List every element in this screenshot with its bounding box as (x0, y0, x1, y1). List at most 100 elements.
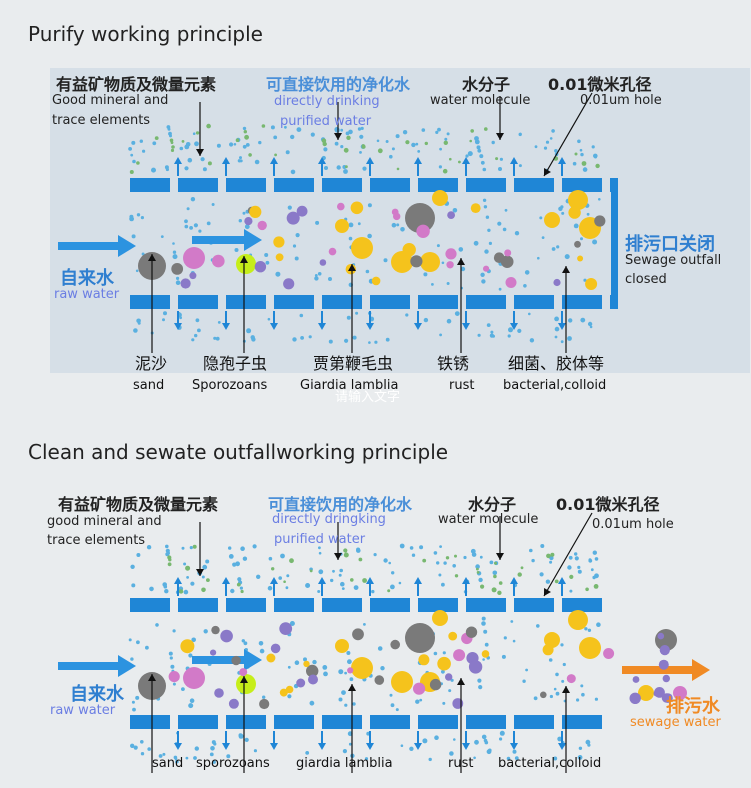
membrane-segment (130, 598, 170, 612)
water-molecule-dot (561, 679, 565, 683)
water-molecule-dot (242, 144, 247, 149)
water-molecule-dot (554, 326, 560, 332)
mineral-dot (476, 571, 480, 574)
water-molecule-dot (484, 740, 489, 745)
giardia-particle (391, 671, 413, 693)
water-molecule-dot (590, 568, 594, 572)
water-molecule-dot (481, 616, 486, 621)
sewage-particle (658, 659, 669, 670)
water-molecule-dot (405, 313, 409, 317)
water-molecule-dot (258, 140, 262, 145)
water-molecule-dot (186, 207, 190, 211)
water-molecule-dot (581, 692, 585, 697)
water-molecule-dot (286, 574, 290, 578)
water-molecule-dot (211, 203, 215, 206)
mineral-dot (484, 127, 488, 131)
water-molecule-dot (439, 147, 442, 151)
water-molecule-dot (136, 640, 140, 645)
water-molecule-dot (499, 730, 505, 736)
water-molecule-dot (385, 140, 389, 143)
mineral-pointer-head (196, 149, 204, 156)
molecule-label-en-2: water molecule (438, 512, 539, 527)
mineral-dot (346, 135, 351, 140)
water-molecule-dot (596, 622, 601, 627)
water-molecule-dot (205, 559, 210, 564)
water-molecule-dot (359, 151, 362, 154)
water-molecule-dot (395, 134, 400, 139)
water-molecule-dot (189, 226, 194, 230)
water-molecule-dot (577, 755, 583, 760)
water-molecule-dot (587, 628, 592, 632)
water-molecule-dot (322, 665, 328, 670)
water-molecule-dot (504, 208, 508, 212)
water-molecule-dot (252, 544, 257, 549)
water-molecule-dot (360, 126, 364, 130)
water-molecule-dot (533, 696, 538, 701)
mineral-label-cn-2: 有益矿物质及微量元素 (58, 495, 219, 514)
outfall-closed-wall (611, 178, 618, 309)
water-molecule-dot (549, 694, 554, 699)
mineral-dot (377, 148, 383, 154)
water-molecule-dot (553, 687, 557, 691)
mixed-particle (168, 671, 180, 683)
water-molecule-dot (399, 543, 405, 549)
water-molecule-dot (190, 197, 196, 202)
permeate-arrow-down-head (366, 743, 374, 750)
mineral-dot (168, 558, 172, 562)
membrane-segment (562, 715, 602, 729)
mineral-dot (449, 157, 452, 161)
water-molecule-dot (344, 671, 347, 675)
mixed-particle (446, 261, 454, 269)
water-molecule-dot (492, 570, 498, 576)
water-molecule-dot (346, 315, 351, 320)
water-molecule-dot (383, 558, 388, 563)
raw-water-inflow-arrow (58, 662, 120, 670)
water-molecule-dot (438, 573, 442, 577)
water-molecule-dot (506, 756, 511, 761)
permeate-arrow-up-head (366, 157, 374, 164)
water-molecule-dot (479, 154, 484, 159)
water-molecule-dot (541, 236, 545, 240)
mineral-dot (261, 124, 266, 128)
section2-title: Clean and sewate outfallworking principl… (28, 440, 449, 464)
water-molecule-dot (165, 167, 169, 172)
bacteria-particle (568, 190, 588, 210)
water-molecule-dot (385, 337, 390, 342)
sand-label-en: sand (133, 378, 165, 393)
mixed-particle (465, 626, 478, 638)
water-molecule-dot (411, 142, 416, 148)
water-molecule-dot (586, 212, 590, 216)
giardia-label-en: Giardia lamblia (300, 378, 399, 393)
water-molecule-dot (197, 328, 201, 333)
mixed-particle (566, 674, 576, 684)
permeate-arrow-down-head (270, 743, 278, 750)
water-molecule-dot (480, 160, 485, 165)
water-molecule-dot (363, 623, 366, 626)
mixed-particle (285, 685, 294, 694)
water-molecule-dot (183, 562, 187, 566)
permeate-arrow-down-head (270, 323, 278, 330)
mineral-dot (236, 582, 241, 587)
sporozoans-pointer-head (240, 676, 248, 683)
mixed-particle (328, 247, 337, 256)
water-molecule-dot (434, 735, 439, 740)
mixed-particle (352, 628, 364, 641)
water-molecule-dot (524, 270, 530, 275)
water-molecule-dot (258, 641, 264, 646)
purified-label-en-1: directly drinking (274, 94, 380, 109)
water-molecule-dot (299, 313, 304, 318)
water-molecule-dot (239, 586, 243, 590)
water-molecule-dot (140, 740, 144, 744)
water-molecule-dot (303, 657, 307, 662)
sewage-particle (663, 693, 673, 703)
water-molecule-dot (287, 694, 292, 699)
mixed-particle (244, 217, 253, 226)
mixed-particle (410, 255, 423, 268)
water-molecule-dot (380, 666, 385, 671)
mineral-dot (207, 161, 212, 166)
rust-label-cn: 铁锈 (437, 354, 470, 373)
water-molecule-dot (253, 749, 257, 753)
mineral-pointer-head (196, 569, 204, 576)
mixed-particle (504, 249, 512, 257)
water-molecule-dot (594, 155, 597, 159)
